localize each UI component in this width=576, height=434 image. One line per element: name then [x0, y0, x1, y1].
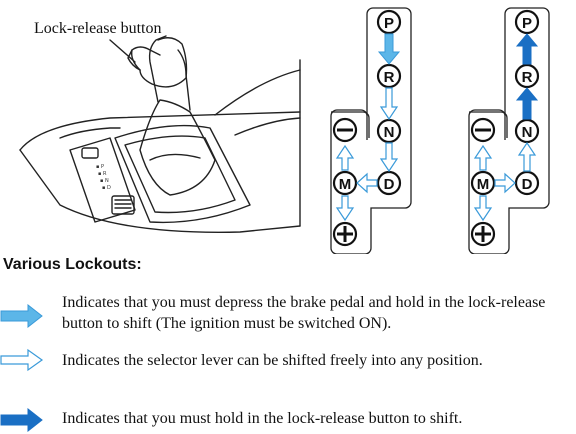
position-m: M: [477, 176, 490, 193]
arrow-d-to-n-outline: [517, 141, 537, 172]
arrow-m-up-outline: [335, 144, 355, 171]
arrow-m-to-d-outline: [494, 172, 516, 194]
position-d: D: [384, 176, 395, 193]
arrow-m-down-outline: [335, 195, 355, 222]
lock-release-callout: Lock-release button: [34, 20, 162, 37]
svg-text:▪ N: ▪ N: [100, 178, 109, 184]
arrow-m-up-outline: [473, 144, 493, 171]
svg-text:▪ P: ▪ P: [96, 164, 104, 170]
svg-text:▪ D: ▪ D: [102, 185, 111, 191]
free-shift-arrow-icon: [0, 348, 44, 372]
shift-lever-illustration: ▪ P ▪ R ▪ N ▪ D: [19, 35, 301, 233]
position-m: M: [339, 176, 352, 193]
position-p: P: [384, 15, 394, 32]
legend-text-free-shift: Indicates the selector lever can be shif…: [62, 352, 483, 369]
brake-lock-arrow-icon: [0, 304, 43, 328]
arrow-d-to-m-outline: [356, 172, 378, 194]
section-heading: Various Lockouts:: [3, 256, 142, 273]
position-p: P: [522, 15, 532, 32]
arrow-r-to-n-outline: [379, 87, 399, 121]
position-r: R: [384, 69, 395, 86]
arrow-m-down-outline: [473, 195, 493, 222]
position-markers: [470, 9, 540, 247]
gate-diagram-button-lock: P R N D M: [468, 7, 550, 254]
button-lock-arrow-icon: [0, 408, 43, 432]
plus-icon: [337, 226, 353, 242]
svg-text:▪ R: ▪ R: [98, 171, 107, 177]
position-n: N: [384, 124, 395, 141]
legend-text-button-lock: Indicates that you must hold in the lock…: [62, 410, 463, 427]
arrow-r-to-p-dark: [515, 33, 539, 65]
arrow-n-to-d-outline: [379, 142, 399, 173]
arrow-p-to-r-light: [377, 33, 401, 65]
arrow-n-to-r-dark: [515, 87, 539, 120]
legend-text-brake-lock: Indicates that you must depress the brak…: [62, 294, 546, 332]
position-r: R: [522, 69, 533, 86]
position-d: D: [522, 176, 533, 193]
position-n: N: [522, 124, 533, 141]
gate-diagram-brake-lock: P R N D M: [330, 7, 412, 254]
plus-icon: [475, 226, 491, 242]
